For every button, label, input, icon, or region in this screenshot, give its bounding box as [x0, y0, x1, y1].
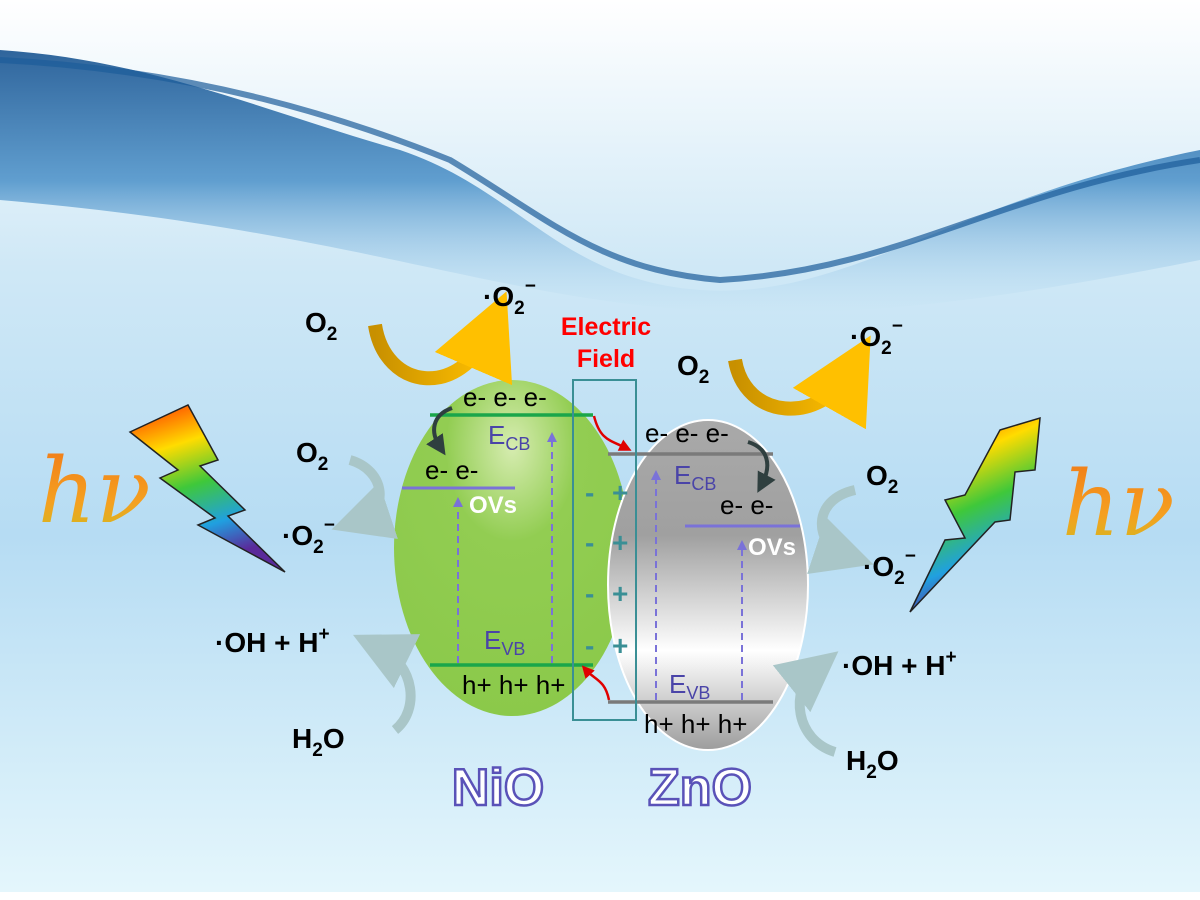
o2-reduction-arrow-zno: [728, 335, 871, 430]
o2-label: O2: [305, 307, 337, 345]
o2-reduction-arrow-nio: [368, 291, 513, 386]
nio-trap-arrow: [426, 406, 453, 456]
zno-ovs-label: OVs: [748, 534, 796, 561]
nio-cb-electrons: e- e- e-: [463, 382, 547, 412]
nio-label: NiO: [452, 759, 544, 817]
hole-transfer-arrow: [581, 665, 611, 701]
charge-separation: -+ -+ -+ -+: [585, 477, 628, 661]
plus-sign: +: [612, 578, 628, 609]
zno-ov-electrons: e- e-: [720, 490, 773, 520]
light-symbol-left: hν: [38, 439, 151, 544]
zno-particle: [607, 419, 809, 751]
superoxide-label: ·O2−: [282, 515, 335, 558]
minus-sign: -: [585, 630, 594, 661]
minus-sign: -: [585, 477, 594, 508]
light-symbol-right: hν: [1062, 452, 1175, 557]
superoxide-label: ·O2−: [483, 276, 536, 319]
zno-ecb-label: ECB: [674, 460, 716, 494]
electric-field-label-1: Electric: [561, 313, 651, 341]
minus-sign: -: [585, 527, 594, 558]
o2-reduction-arrow-zno-ov: [807, 485, 874, 574]
wave-crest: [0, 57, 1200, 284]
zno-label: ZnO: [648, 759, 752, 817]
water-oxidation-arrow-nio: [353, 634, 421, 734]
water-wave: [0, 50, 1200, 313]
nio-ecb-label: ECB: [488, 420, 530, 454]
water-label: H2O: [846, 745, 899, 783]
superoxide-label: ·O2−: [850, 316, 903, 359]
nio-ovs-label: OVs: [469, 492, 517, 519]
water-label: H2O: [292, 723, 345, 761]
superoxide-label: ·O2−: [863, 546, 916, 589]
nio-evb-label: EVB: [484, 625, 525, 659]
zno-cb-electrons: e- e- e-: [645, 418, 729, 448]
electric-field-label-2: Field: [577, 345, 635, 373]
hydroxyl-label: ·OH + H+: [842, 647, 957, 681]
o2-label: O2: [677, 350, 709, 388]
lightning-bolt-left-icon: [128, 404, 286, 573]
nio-ov-electrons: e- e-: [425, 455, 478, 485]
o2-label: O2: [296, 437, 328, 475]
minus-sign: -: [585, 578, 594, 609]
zno-evb-label: EVB: [669, 669, 710, 703]
hydroxyl-label: ·OH + H+: [215, 624, 330, 658]
o2-reduction-arrow-nio-ov: [331, 455, 398, 539]
plus-sign: +: [612, 477, 628, 508]
electric-field-box: [572, 379, 637, 721]
nio-particle: [394, 380, 630, 716]
zno-holes: h+ h+ h+: [644, 709, 747, 739]
zno-trap-arrow: [747, 440, 776, 493]
water-oxidation-arrow-zno: [772, 651, 839, 757]
plus-sign: +: [612, 630, 628, 661]
o2-label: O2: [866, 460, 898, 498]
plus-sign: +: [612, 527, 628, 558]
nio-holes: h+ h+ h+: [462, 670, 565, 700]
electron-transfer-arrow: [592, 415, 632, 451]
lightning-bolt-right-icon: [909, 416, 1041, 613]
